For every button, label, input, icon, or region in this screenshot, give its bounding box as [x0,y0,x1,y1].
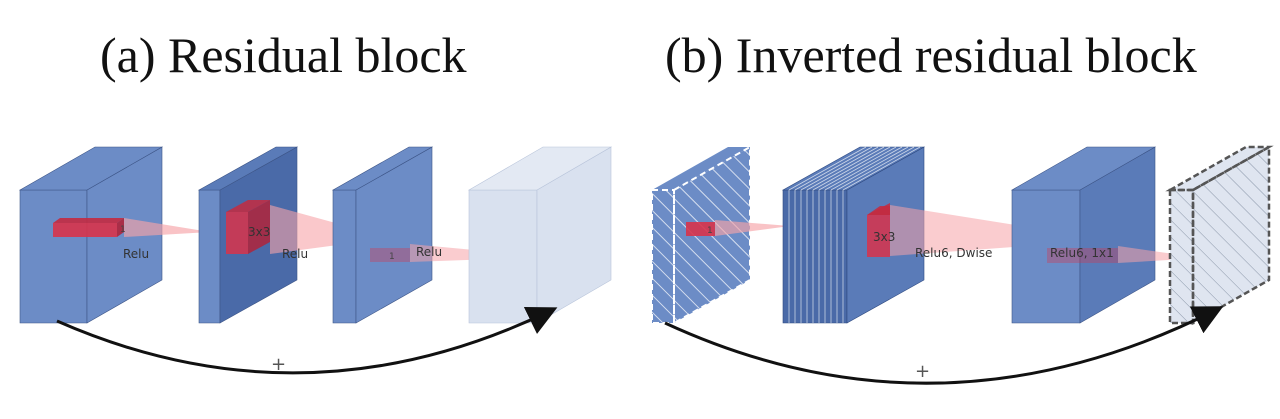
expanded-channel-stack [781,146,926,324]
title-residual-block: (a) Residual block [100,27,467,83]
residual-block-diagram: 1 Relu 3x3 Relu 1 Relu [18,146,613,375]
output-linear-bottleneck [1165,144,1274,326]
kernel-1x1-a: 1 [53,218,210,237]
relu-label-1: Relu [123,247,149,261]
kernel-1x1-expand: 1 [686,220,790,236]
depthwise-output-block [1010,146,1157,324]
output-tensor-block [467,146,613,324]
relu-label-2: Relu [282,247,308,261]
skip-add-symbol-b: + [915,361,930,382]
inverted-residual-block-diagram: 1 [651,144,1274,385]
kernel-1-label-expand: 1 [707,226,713,236]
projection-beam [715,220,790,236]
kernel-1-label-b: 1 [389,252,395,262]
kernel-3x3-dwise-label: 3x3 [873,230,895,244]
kernel-1-label: 1 [120,225,126,235]
title-inverted-residual-block: (b) Inverted residual block [665,27,1197,83]
projection-beam [124,218,210,237]
relu6-1x1-label: Relu6, 1x1 [1050,246,1114,260]
relu-label-3: Relu [416,245,442,259]
kernel-3x3-label: 3x3 [248,225,270,239]
relu6-dwise-label: Relu6, Dwise [915,246,992,260]
skip-connection-arrow [56,306,558,375]
bottleneck-block-2 [331,146,434,324]
skip-connection-arrow-b [664,306,1224,385]
skip-add-symbol: + [271,354,286,375]
